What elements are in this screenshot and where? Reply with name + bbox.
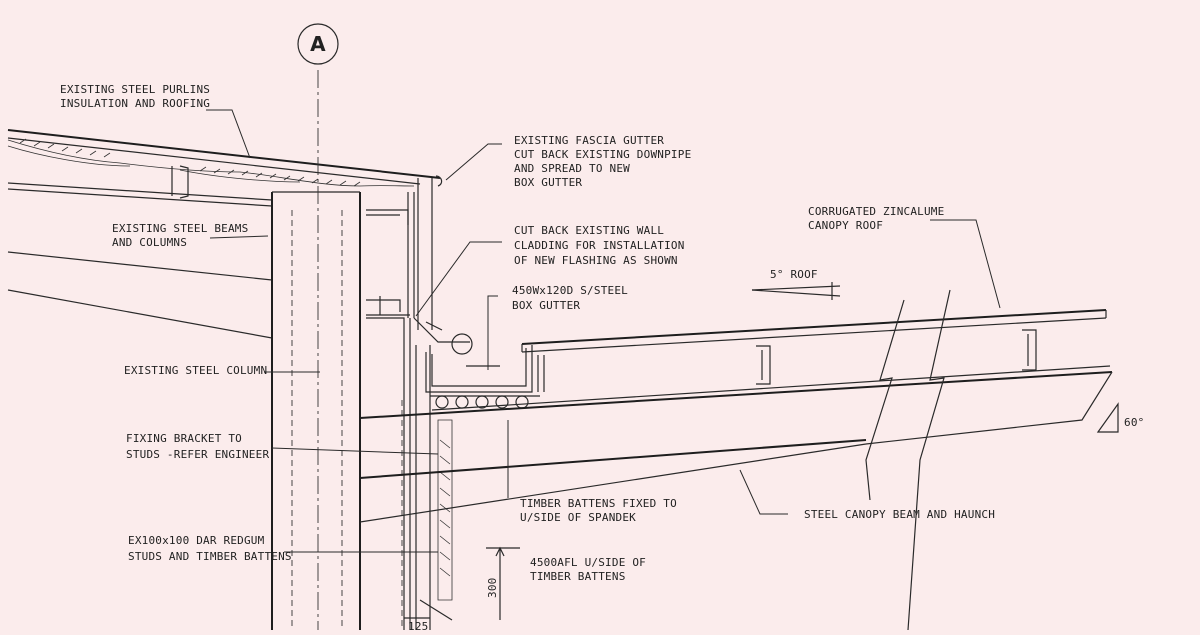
label-canopy-beam: STEEL CANOPY BEAM AND HAUNCH — [804, 508, 995, 521]
label-fascia-line2: CUT BACK EXISTING DOWNPIPE — [514, 148, 691, 161]
angle-indicator: 60° — [1096, 402, 1144, 433]
grid-marker-label: A — [310, 32, 326, 56]
label-column: EXISTING STEEL COLUMN — [124, 364, 267, 377]
existing-beams — [7, 182, 273, 339]
new-canopy — [359, 289, 1113, 631]
label-battens: TIMBER BATTENS FIXED TO U/SIDE OF SPANDE… — [520, 497, 677, 524]
label-cladding-line1: CUT BACK EXISTING WALL — [514, 224, 664, 237]
label-canopy-roof: CORRUGATED ZINCALUME CANOPY ROOF — [808, 205, 944, 232]
label-box-gutter-line2: BOX GUTTER — [512, 299, 580, 312]
dimension-125: 125 — [404, 617, 430, 633]
label-box-gutter-line1: 450Wx120D S/STEEL — [512, 284, 628, 297]
label-bracket: FIXING BRACKET TO STUDS -REFER ENGINEER — [126, 432, 269, 461]
angle-label: 60° — [1124, 416, 1144, 429]
label-afl-line2: TIMBER BATTENS — [530, 570, 626, 583]
label-canopy-roof-line1: CORRUGATED ZINCALUME — [808, 205, 944, 218]
wall-framing — [366, 178, 453, 630]
label-battens-line1: TIMBER BATTENS FIXED TO — [520, 497, 677, 510]
label-fascia-line1: EXISTING FASCIA GUTTER — [514, 134, 664, 147]
label-afl: 4500AFL U/SIDE OF TIMBER BATTENS — [530, 556, 646, 583]
label-fascia-line4: BOX GUTTER — [514, 176, 582, 189]
label-purlins-line1: EXISTING STEEL PURLINS — [60, 83, 210, 96]
label-beams-line1: EXISTING STEEL BEAMS — [112, 222, 248, 235]
grid-marker: A — [297, 23, 339, 65]
label-cladding-line2: CLADDING FOR INSTALLATION — [514, 239, 685, 252]
existing-column — [271, 70, 361, 630]
label-cladding: CUT BACK EXISTING WALL CLADDING FOR INST… — [514, 224, 685, 267]
label-canopy-beam-line1: STEEL CANOPY BEAM AND HAUNCH — [804, 508, 995, 521]
label-purlins: EXISTING STEEL PURLINS INSULATION AND RO… — [60, 83, 210, 110]
label-box-gutter: 450Wx120D S/STEEL BOX GUTTER — [512, 284, 628, 312]
existing-roof — [7, 129, 443, 199]
label-column-line1: EXISTING STEEL COLUMN — [124, 364, 267, 377]
label-beams-line2: AND COLUMNS — [112, 236, 187, 249]
label-studs: EX100x100 DAR REDGUM STUDS AND TIMBER BA… — [128, 534, 292, 563]
label-bracket-line1: FIXING BRACKET TO — [126, 432, 242, 445]
dimension-300: 300 — [486, 546, 520, 620]
label-studs-line2: STUDS AND TIMBER BATTENS — [128, 550, 292, 563]
box-gutter — [413, 317, 540, 409]
dimension-300-label: 300 — [486, 578, 499, 598]
label-fascia: EXISTING FASCIA GUTTER CUT BACK EXISTING… — [514, 134, 691, 189]
label-cladding-line3: OF NEW FLASHING AS SHOWN — [514, 254, 678, 267]
label-afl-line1: 4500AFL U/SIDE OF — [530, 556, 646, 569]
label-beams: EXISTING STEEL BEAMS AND COLUMNS — [112, 222, 248, 249]
label-battens-line2: U/SIDE OF SPANDEK — [520, 511, 636, 524]
dimension-125-label: 125 — [408, 620, 428, 630]
label-studs-line1: EX100x100 DAR REDGUM — [128, 534, 265, 547]
label-fascia-line3: AND SPREAD TO NEW — [514, 162, 630, 175]
roof-pitch-label: 5° ROOF — [770, 268, 818, 281]
label-canopy-roof-line2: CANOPY ROOF — [808, 219, 883, 232]
label-purlins-line2: INSULATION AND ROOFING — [60, 97, 210, 110]
roof-pitch-indicator: 5° ROOF — [751, 268, 841, 300]
label-bracket-line2: STUDS -REFER ENGINEER — [126, 448, 269, 461]
leader-lines — [206, 109, 1001, 553]
